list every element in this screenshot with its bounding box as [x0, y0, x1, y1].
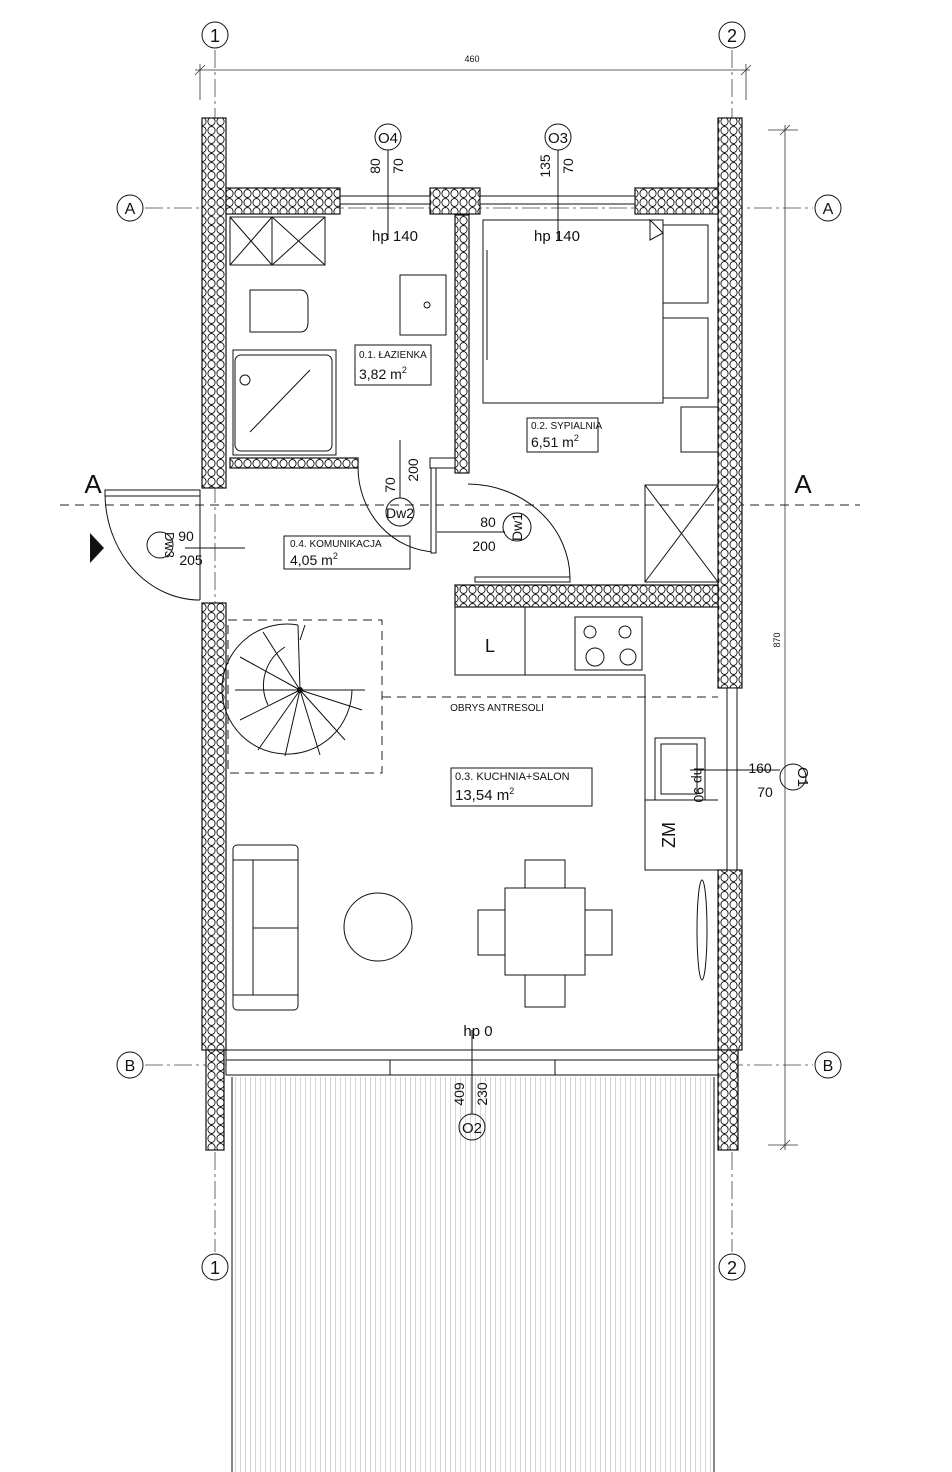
door-Dw3: Dw3 90 205 [90, 489, 245, 601]
svg-text:O1: O1 [794, 767, 811, 787]
svg-text:6,51 m2: 6,51 m2 [531, 433, 579, 450]
cooktop-icon [574, 616, 643, 671]
svg-text:70: 70 [382, 477, 398, 493]
svg-text:Dw2: Dw2 [386, 505, 414, 521]
svg-text:1: 1 [210, 1258, 220, 1278]
exterior-walls [201, 117, 743, 1151]
window-O4: O4 80 70 hp 140 [339, 123, 431, 245]
dimension-width: 460 [194, 54, 752, 100]
window-O2: O2 409 230 hp 0 [225, 1023, 719, 1141]
room-label-bedroom: 0.2. SYPIALNIA 6,51 m2 [526, 417, 602, 453]
svg-text:80: 80 [367, 158, 383, 174]
svg-text:90: 90 [178, 528, 194, 544]
entrance-arrow-icon [90, 533, 104, 563]
interior-walls [229, 214, 719, 608]
svg-text:B: B [125, 1058, 136, 1075]
dimension-depth: 870 [768, 124, 798, 1151]
room-label-kitchen-living: 0.3. KUCHNIA+SALON 13,54 m2 [450, 767, 593, 807]
svg-text:13,54 m2: 13,54 m2 [455, 786, 514, 804]
svg-text:160: 160 [748, 760, 772, 776]
svg-text:200: 200 [472, 538, 496, 554]
svg-text:A: A [84, 469, 102, 499]
svg-text:135: 135 [537, 154, 553, 178]
svg-text:460: 460 [464, 54, 479, 64]
grid-bubble-2-bottom: 2 [718, 1253, 746, 1281]
door-Dw2: Dw2 70 200 [357, 440, 437, 554]
room-label-bathroom: 0.1. ŁAZIENKA 3,82 m2 [354, 344, 432, 386]
svg-text:O3: O3 [548, 130, 568, 147]
svg-text:hp 140: hp 140 [372, 228, 418, 245]
grid-bubble-1-top: 1 [201, 21, 229, 49]
svg-text:0.3. KUCHNIA+SALON: 0.3. KUCHNIA+SALON [455, 771, 570, 783]
room-label-hallway: 0.4. KOMUNIKACJA 4,05 m2 [283, 535, 411, 570]
svg-text:3,82 m2: 3,82 m2 [359, 365, 407, 382]
grid-bubble-1-bottom: 1 [201, 1253, 229, 1281]
bedroom-furniture [482, 218, 719, 583]
svg-text:70: 70 [390, 158, 406, 174]
svg-text:Dw3: Dw3 [162, 532, 177, 558]
svg-text:0.4. KOMUNIKACJA: 0.4. KOMUNIKACJA [290, 539, 382, 550]
svg-text:205: 205 [179, 552, 203, 568]
grid-bubble-B-left: B [116, 1051, 144, 1079]
spiral-staircase [221, 619, 383, 774]
svg-text:A: A [794, 469, 812, 499]
svg-text:200: 200 [405, 458, 421, 482]
svg-text:ZM: ZM [659, 822, 679, 848]
svg-text:hp 140: hp 140 [534, 228, 580, 245]
grid-bubble-A-right: A [814, 194, 842, 222]
grid-bubble-2-top: 2 [718, 21, 746, 49]
svg-text:2: 2 [727, 1258, 737, 1278]
svg-text:O2: O2 [462, 1120, 482, 1137]
living-furniture [232, 844, 708, 1011]
grid-bubble-B-right: B [814, 1051, 842, 1079]
mezzanine-outline-label: OBRYS ANTRESOLI [450, 703, 544, 714]
svg-text:1: 1 [210, 26, 220, 46]
svg-text:230: 230 [474, 1082, 490, 1106]
svg-text:4,05 m2: 4,05 m2 [290, 551, 338, 568]
grid-bubble-A-left: A [116, 194, 144, 222]
svg-text:hp 0: hp 0 [463, 1023, 492, 1040]
svg-text:870: 870 [772, 632, 782, 647]
svg-text:O4: O4 [378, 130, 398, 147]
svg-text:0.1. ŁAZIENKA: 0.1. ŁAZIENKA [359, 350, 427, 361]
kitchen-counter: L ZM [454, 606, 718, 871]
fridge [454, 606, 526, 676]
window-O3: O3 135 70 hp 140 [479, 123, 636, 245]
terrace-deck [232, 1077, 714, 1472]
svg-text:A: A [125, 201, 136, 218]
svg-text:L: L [485, 636, 495, 656]
bathroom-fixtures [229, 216, 447, 456]
svg-text:2: 2 [727, 26, 737, 46]
door-Dw1: Dw1 80 200 [437, 483, 571, 583]
svg-text:70: 70 [560, 158, 576, 174]
svg-text:70: 70 [757, 784, 773, 800]
svg-text:A: A [823, 201, 834, 218]
svg-text:0.2. SYPIALNIA: 0.2. SYPIALNIA [531, 421, 602, 432]
window-O1: O1 160 70 hp 90 [690, 687, 811, 871]
svg-text:B: B [823, 1058, 834, 1075]
svg-text:80: 80 [480, 514, 496, 530]
svg-text:409: 409 [451, 1082, 467, 1106]
svg-text:Dw1: Dw1 [509, 513, 525, 541]
